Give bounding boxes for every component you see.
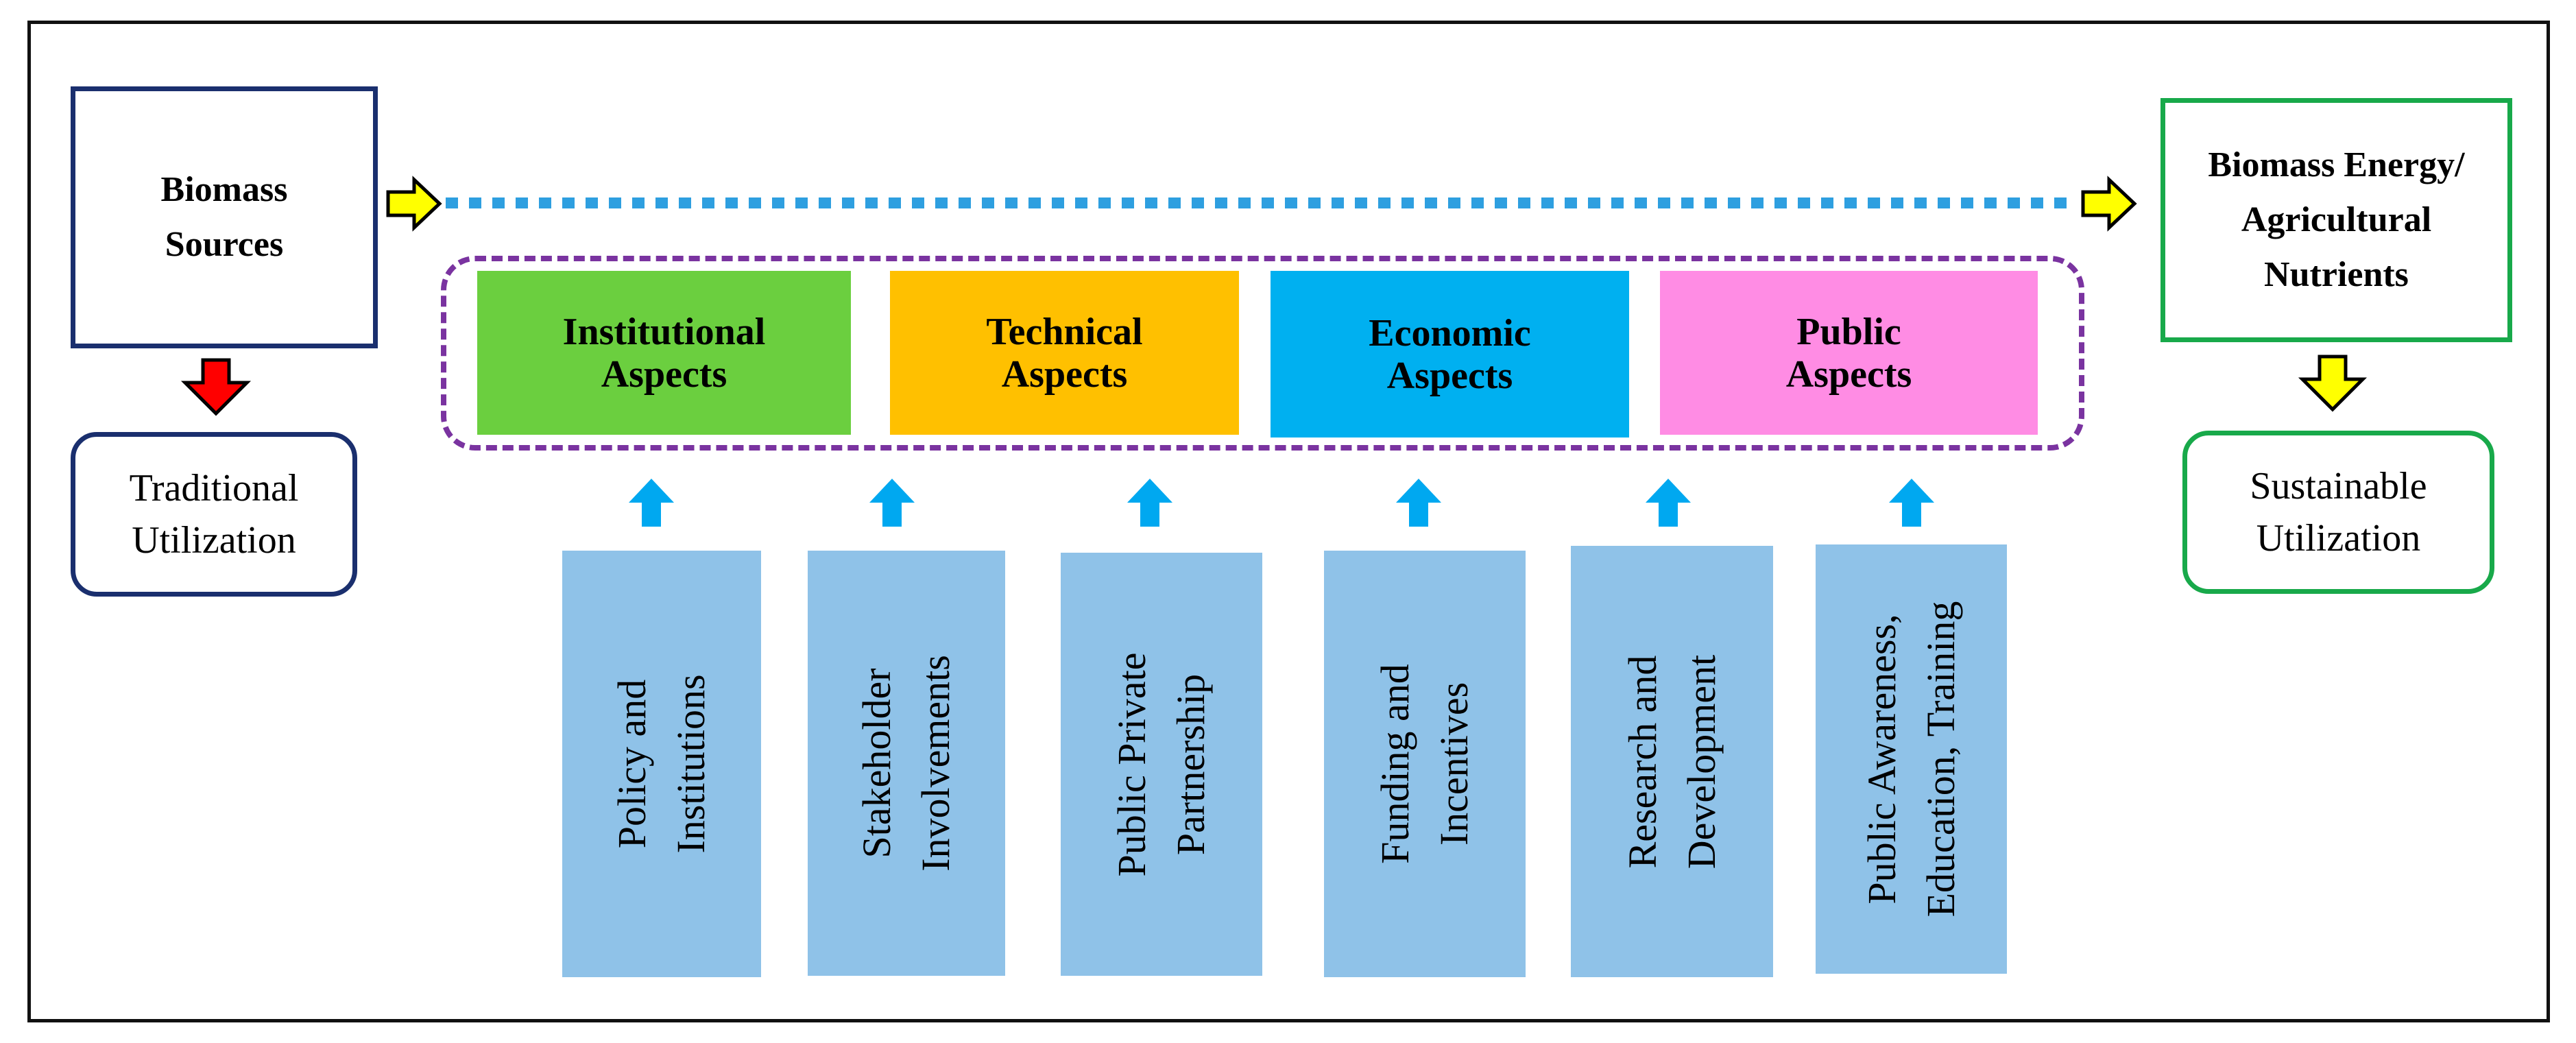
aspect-public-line1: Public [1796,310,1901,353]
factor-arrow-up-icon [869,479,915,527]
factor-public-private-partnership: Public Private Partnership [1061,553,1262,976]
biomass-sources-line2: Sources [165,225,284,264]
factor-line: Partnership [1168,673,1213,855]
factor-line: Research and [1620,655,1665,868]
aspect-public-line2: Aspects [1785,352,1912,396]
factor-line: Incentives [1432,682,1476,846]
factor-arrow-up-icon [1127,479,1172,527]
traditional-arrow-down-icon [180,358,252,416]
aspect-institutional: Institutional Aspects [477,271,851,435]
factor-line: Public Private [1109,651,1154,877]
factor-line: Education, Training [1918,601,1963,918]
factor-line: Involvements [913,655,958,872]
sustainable-arrow-down-icon [2298,355,2368,412]
aspect-technical: Technical Aspects [890,271,1239,435]
sustainable-utilization-box: Sustainable Utilization [2182,431,2494,594]
flow-arrow-left-icon [386,176,442,232]
sustainable-utilization-line2: Utilization [2256,517,2421,560]
traditional-utilization-line2: Utilization [132,519,296,562]
traditional-utilization-box: Traditional Utilization [71,432,357,597]
factor-line: Funding and [1373,664,1417,864]
factor-arrow-up-icon [1889,479,1934,527]
biomass-energy-box: Biomass Energy/ Agricultural Nutrients [2160,98,2512,342]
flow-arrow-right-icon [2081,176,2137,232]
biomass-energy-line3: Nutrients [2264,255,2409,294]
factor-arrow-up-icon [1646,479,1691,527]
biomass-sources-box: Biomass Sources [71,86,378,348]
aspect-economic: Economic Aspects [1271,271,1629,437]
factor-arrow-up-icon [1396,479,1441,527]
factor-line: Development [1678,654,1724,869]
sustainable-utilization-line1: Sustainable [2250,465,2427,507]
aspect-economic-line1: Economic [1369,311,1531,355]
factor-line: Policy and [610,679,654,849]
aspect-technical-line1: Technical [986,310,1143,353]
aspect-institutional-line2: Aspects [601,352,727,396]
biomass-energy-line2: Agricultural [2241,200,2432,239]
aspect-economic-line2: Aspects [1386,354,1513,397]
factor-line: Public Awareness, [1859,614,1904,904]
factor-arrow-up-icon [629,479,674,527]
diagram-frame [27,21,2550,1022]
factor-funding-incentives: Funding and Incentives [1324,551,1526,977]
factor-stakeholder-involvements: Stakeholder Involvements [808,551,1005,976]
biomass-sources-line1: Biomass [160,170,288,209]
aspects-group [441,256,2084,451]
factor-public-awareness-training: Public Awareness, Education, Training [1816,544,2007,974]
biomass-energy-line1: Biomass Energy/ [2208,145,2465,184]
factor-line: Institutions [669,674,713,854]
factor-research-development: Research and Development [1571,546,1773,977]
factor-policy-institutions: Policy and Institutions [562,551,761,977]
factor-line: Stakeholder [854,668,899,859]
aspect-technical-line2: Aspects [1001,352,1128,396]
aspect-public: Public Aspects [1660,271,2038,435]
aspect-institutional-line1: Institutional [562,310,766,353]
traditional-utilization-line1: Traditional [129,467,299,509]
